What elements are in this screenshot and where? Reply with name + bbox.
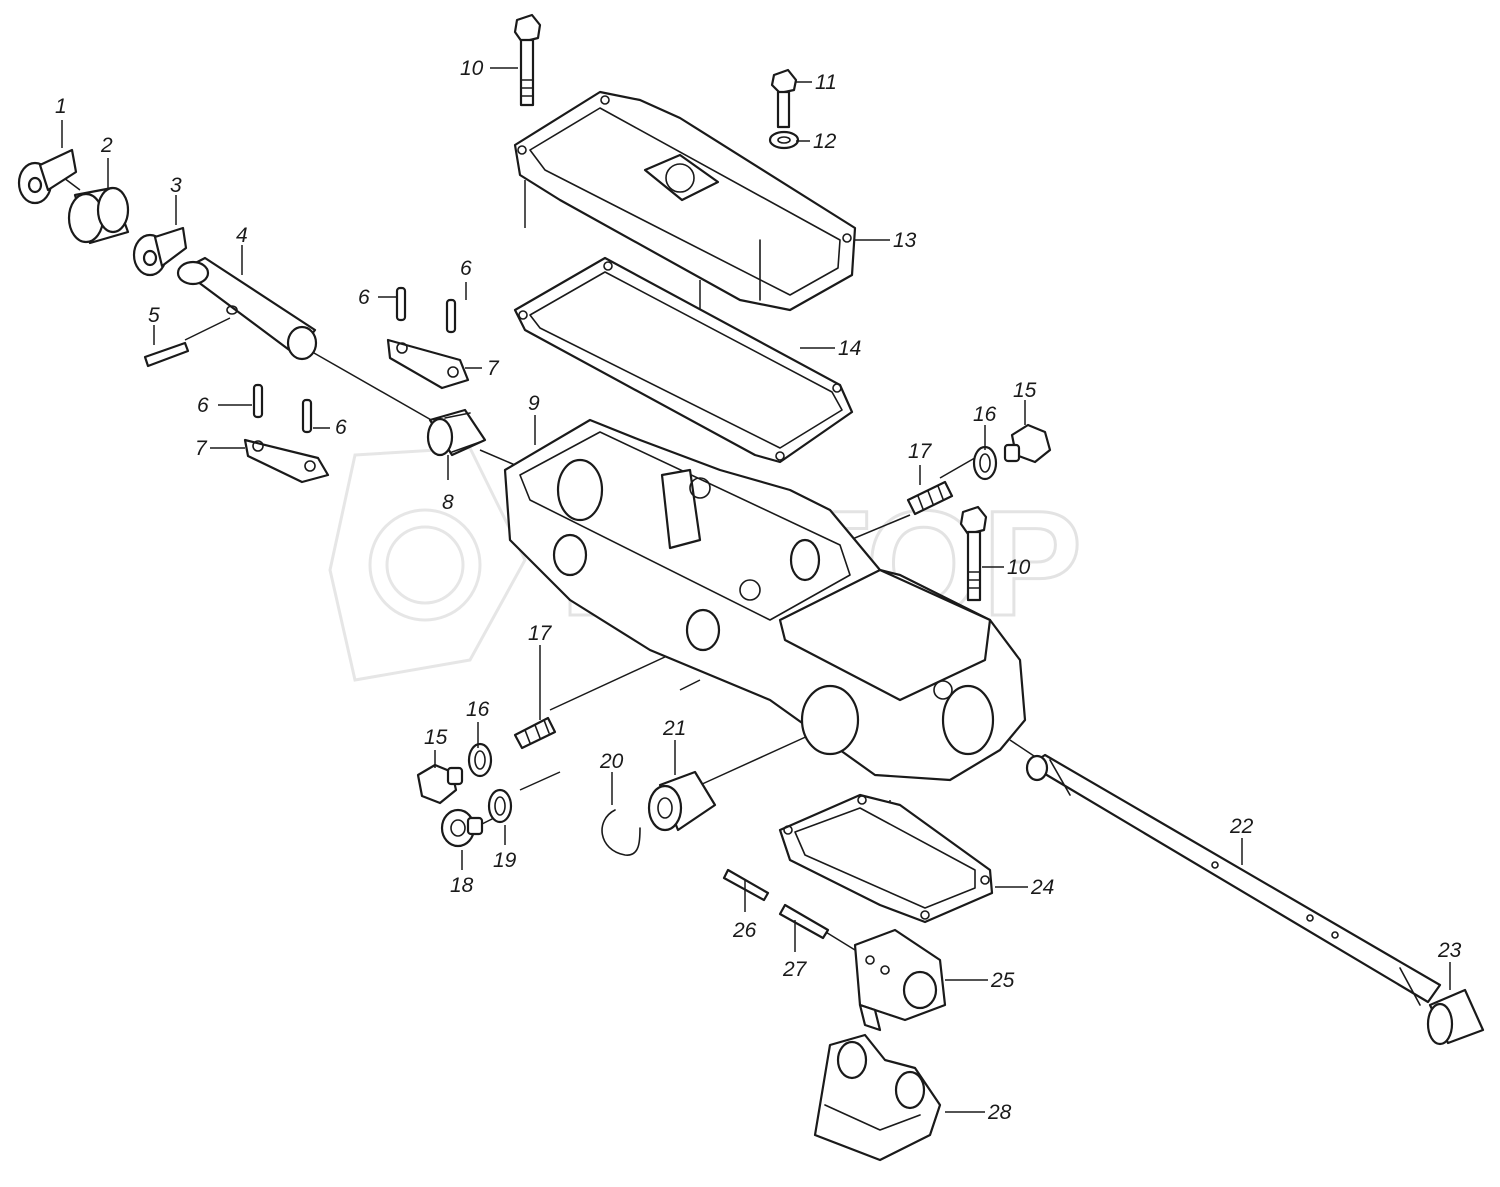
part-10-bolt-top — [513, 13, 542, 107]
label-19: 19 — [493, 849, 517, 872]
label-14: 14 — [838, 337, 861, 360]
label-10a: 10 — [460, 57, 484, 80]
part-25-lever-block — [853, 928, 947, 1032]
label-15a: 15 — [1013, 379, 1037, 402]
label-22: 22 — [1229, 815, 1254, 838]
part-20-retaining-ring — [601, 809, 641, 856]
part-13-cover — [513, 90, 857, 312]
part-1-lock-plate — [17, 148, 78, 205]
part-26-27-pins — [722, 868, 830, 940]
label-28: 28 — [987, 1101, 1012, 1124]
label-16a: 16 — [973, 403, 997, 426]
part-15-plugs — [416, 423, 1052, 805]
part-21-plug — [647, 770, 717, 832]
label-10b: 10 — [1007, 556, 1031, 579]
part-8-needle-bearing — [426, 408, 487, 457]
label-6b: 6 — [460, 257, 472, 280]
part-23-bushing — [1426, 988, 1485, 1046]
part-14-gasket — [513, 256, 854, 464]
label-4: 4 — [236, 224, 248, 247]
label-23: 23 — [1437, 939, 1462, 962]
label-12: 12 — [813, 130, 837, 153]
part-28-bracket — [813, 1033, 942, 1162]
part-9-housing — [503, 418, 1027, 782]
label-26: 26 — [732, 919, 757, 942]
label-6a: 6 — [358, 286, 370, 309]
label-25: 25 — [990, 969, 1015, 992]
label-11: 11 — [815, 71, 837, 94]
part-19-washer — [487, 788, 513, 824]
label-7a: 7 — [487, 357, 500, 380]
part-7-levers — [243, 338, 470, 484]
label-16b: 16 — [466, 698, 490, 721]
label-20: 20 — [599, 750, 624, 773]
label-7b: 7 — [195, 437, 208, 460]
label-15b: 15 — [424, 726, 448, 749]
part-labels: 1 2 3 4 5 6 6 6 6 7 7 8 9 10 10 11 12 13… — [55, 57, 1462, 1124]
label-27: 27 — [782, 958, 808, 981]
callout-lines — [61, 67, 1451, 1113]
label-24: 24 — [1030, 876, 1054, 899]
label-2: 2 — [100, 134, 113, 157]
part-10-bolt-right — [959, 505, 988, 602]
part-24-gasket — [778, 793, 994, 924]
label-6c: 6 — [197, 394, 209, 417]
label-17b: 17 — [528, 622, 553, 645]
part-6-pins — [252, 286, 457, 434]
label-17a: 17 — [908, 440, 933, 463]
label-6d: 6 — [335, 416, 347, 439]
label-9: 9 — [528, 392, 540, 415]
part-3-lock-plate — [132, 226, 188, 277]
label-13: 13 — [893, 229, 917, 252]
part-18-plug — [440, 808, 484, 848]
label-8: 8 — [442, 491, 454, 514]
part-12-washer — [768, 130, 800, 150]
part-4-shaft — [176, 256, 318, 361]
part-17-springs — [513, 480, 954, 750]
part-22-shaft — [1025, 753, 1442, 1006]
label-21: 21 — [662, 717, 686, 740]
part-11-bolt — [770, 68, 798, 129]
part-2-bushing — [67, 186, 130, 245]
label-1: 1 — [55, 95, 67, 118]
part-5-pin — [143, 341, 190, 368]
label-5: 5 — [148, 304, 160, 327]
label-3: 3 — [170, 174, 182, 197]
label-18: 18 — [450, 874, 474, 897]
